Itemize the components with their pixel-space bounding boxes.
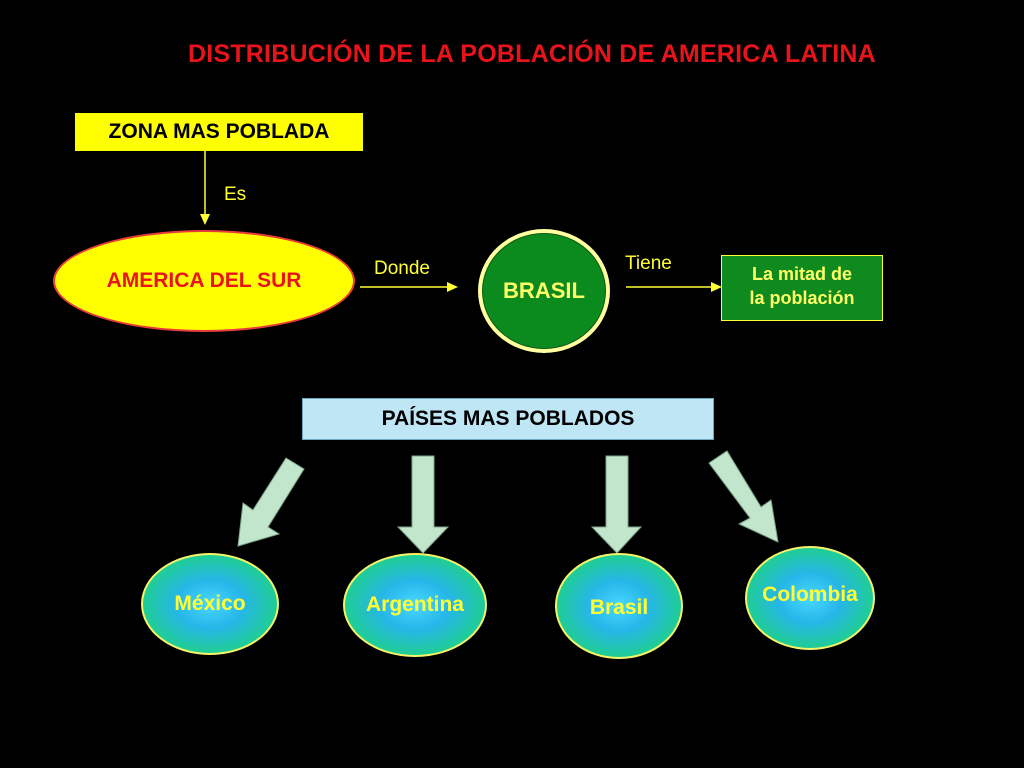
country-label-argentina: Argentina	[365, 593, 464, 616]
connector-label-donde: Donde	[374, 258, 430, 279]
brasil-circle-inner: BRASIL	[482, 233, 606, 349]
arrow-donde-head	[447, 282, 458, 292]
country-label-brasil: Brasil	[589, 596, 649, 619]
country-mexico: México	[141, 553, 279, 655]
block-arrow-mexico	[237, 457, 305, 547]
arrow-tiene-head	[711, 282, 722, 292]
country-argentina: Argentina	[343, 553, 487, 657]
block-arrow-brasil	[590, 455, 643, 554]
country-brasil: Brasil	[555, 553, 683, 659]
mitad-poblacion-box: La mitad de la población	[721, 255, 883, 321]
america-del-sur-ellipse: AMERICA DEL SUR	[53, 230, 355, 332]
paises-mas-poblados-box: PAÍSES MAS POBLADOS	[302, 398, 714, 440]
zona-mas-poblada-box: ZONA MAS POBLADA	[75, 113, 363, 151]
connector-label-tiene: Tiene	[625, 253, 672, 274]
connector-label-es: Es	[224, 184, 247, 205]
america-del-sur-label: AMERICA DEL SUR	[106, 269, 302, 292]
mitad-poblacion-line1: La mitad de	[751, 264, 853, 284]
mitad-poblacion-line2: la población	[749, 288, 855, 308]
paises-mas-poblados-label: PAÍSES MAS POBLADOS	[381, 407, 635, 430]
zona-mas-poblada-label: ZONA MAS POBLADA	[108, 120, 330, 143]
country-colombia: Colombia	[745, 546, 875, 650]
block-arrow-colombia	[708, 450, 779, 543]
country-label-mexico: México	[174, 592, 246, 615]
brasil-circle: BRASIL	[478, 229, 610, 353]
block-arrow-argentina	[396, 455, 450, 554]
arrow-es-head	[200, 214, 210, 225]
diagram-title: DISTRIBUCIÓN DE LA POBLACIÓN DE AMERICA …	[188, 40, 876, 68]
brasil-label: BRASIL	[503, 278, 585, 303]
country-label-colombia: Colombia	[762, 583, 858, 606]
